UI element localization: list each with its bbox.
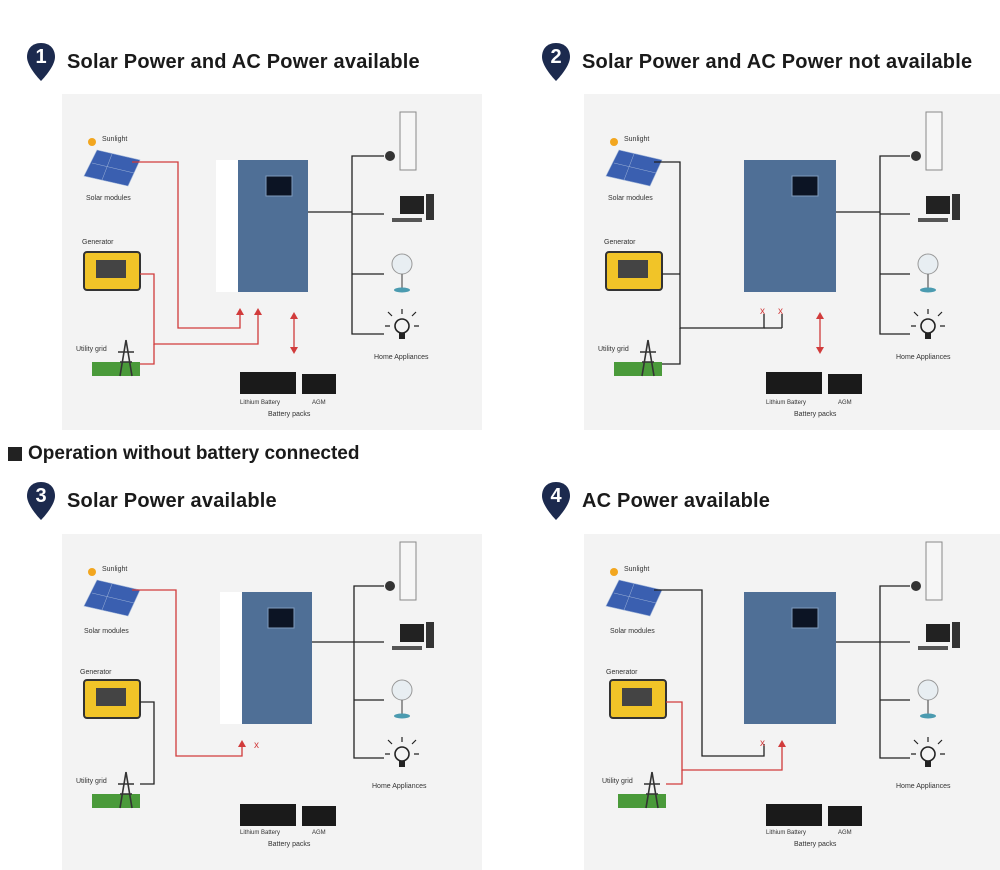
battery-packs-label: Battery packs: [794, 411, 837, 418]
scenario-3-heading: 3 Solar Power available: [25, 481, 277, 521]
utility-grid-label: Utility grid: [76, 778, 107, 785]
solar-panel-icon: [83, 149, 141, 187]
computer-icon: [918, 194, 960, 222]
diagram-panel-1: Sunlight Solar modules Generator Utility…: [62, 94, 482, 430]
section-heading: Operation without battery connected: [8, 443, 359, 465]
fan-icon: [391, 679, 413, 719]
solar-panel-icon: [83, 579, 141, 617]
air-conditioner-icon: [911, 541, 943, 601]
square-bullet-icon: [8, 447, 22, 461]
x-mark: x: [760, 738, 765, 749]
home-appliances-label: Home Appliances: [896, 354, 951, 361]
utility-tower-icon: [618, 771, 666, 809]
light-bulb-icon: [385, 309, 419, 339]
x-mark: x: [778, 306, 783, 317]
solar-modules-label: Solar modules: [84, 628, 129, 635]
scenario-title: Solar Power and AC Power available: [67, 50, 420, 73]
inverter-icon: [216, 160, 308, 292]
computer-icon: [392, 194, 434, 222]
solar-modules-label: Solar modules: [610, 628, 655, 635]
generator-label: Generator: [606, 669, 638, 676]
battery-icon: [766, 372, 862, 394]
generator-icon: [83, 679, 141, 719]
inverter-icon: [220, 592, 312, 724]
inverter-icon: [744, 160, 836, 292]
battery-packs-label: Battery packs: [268, 841, 311, 848]
generator-icon: [83, 251, 141, 291]
agm-label: AGM: [312, 830, 326, 836]
map-pin-icon: 1: [25, 42, 57, 82]
computer-icon: [392, 622, 434, 650]
lithium-battery-label: Lithium Battery: [766, 400, 806, 406]
sunlight-label: Sunlight: [102, 566, 127, 573]
scenario-number: 3: [35, 485, 47, 507]
sunlight-label: Sunlight: [624, 566, 649, 573]
scenario-title: AC Power available: [582, 489, 771, 512]
scenario-1-heading: 1 Solar Power and AC Power available: [25, 42, 420, 82]
utility-grid-label: Utility grid: [602, 778, 633, 785]
generator-label: Generator: [82, 239, 114, 246]
agm-label: AGM: [838, 830, 852, 836]
x-mark: x: [760, 306, 765, 317]
battery-icon: [766, 804, 862, 826]
air-conditioner-icon: [911, 111, 943, 171]
scenario-number: 1: [35, 46, 47, 68]
sun-icon: [610, 568, 618, 576]
scenario-number: 4: [550, 485, 562, 507]
map-pin-icon: 3: [25, 481, 57, 521]
inverter-icon: [744, 592, 836, 724]
utility-tower-icon: [92, 339, 140, 377]
fan-icon: [391, 253, 413, 293]
scenario-number: 2: [550, 46, 562, 68]
battery-icon: [240, 804, 336, 826]
generator-icon: [609, 679, 667, 719]
scenario-title: Solar Power and AC Power not available: [582, 50, 973, 73]
air-conditioner-icon: [385, 541, 417, 601]
fan-icon: [917, 679, 939, 719]
home-appliances-label: Home Appliances: [374, 354, 429, 361]
sun-icon: [88, 568, 96, 576]
scenario-title: Solar Power available: [67, 489, 277, 512]
agm-label: AGM: [838, 400, 852, 406]
battery-icon: [240, 372, 336, 394]
utility-tower-icon: [92, 771, 140, 809]
solar-modules-label: Solar modules: [608, 195, 653, 202]
generator-label: Generator: [80, 669, 112, 676]
home-appliances-label: Home Appliances: [896, 783, 951, 790]
light-bulb-icon: [911, 309, 945, 339]
battery-packs-label: Battery packs: [268, 411, 311, 418]
diagram-panel-2: Sunlight Solar modules Generator Utility…: [584, 94, 1000, 430]
utility-grid-label: Utility grid: [598, 346, 629, 353]
home-appliances-label: Home Appliances: [372, 783, 427, 790]
lithium-battery-label: Lithium Battery: [766, 830, 806, 836]
lithium-battery-label: Lithium Battery: [240, 830, 280, 836]
computer-icon: [918, 622, 960, 650]
solar-panel-icon: [605, 579, 663, 617]
utility-grid-label: Utility grid: [76, 346, 107, 353]
fan-icon: [917, 253, 939, 293]
diagram-panel-3: Sunlight Solar modules Generator Utility…: [62, 534, 482, 870]
agm-label: AGM: [312, 400, 326, 406]
solar-panel-icon: [605, 149, 663, 187]
map-pin-icon: 2: [540, 42, 572, 82]
utility-tower-icon: [614, 339, 662, 377]
scenario-2-heading: 2 Solar Power and AC Power not available: [540, 42, 972, 82]
generator-icon: [605, 251, 663, 291]
diagram-panel-4: Sunlight Solar modules Generator Utility…: [584, 534, 1000, 870]
x-mark: x: [254, 740, 259, 751]
scenario-4-heading: 4 AC Power available: [540, 481, 770, 521]
sun-icon: [88, 138, 96, 146]
generator-label: Generator: [604, 239, 636, 246]
sun-icon: [610, 138, 618, 146]
map-pin-icon: 4: [540, 481, 572, 521]
section-heading-text: Operation without battery connected: [28, 443, 360, 464]
light-bulb-icon: [911, 737, 945, 767]
air-conditioner-icon: [385, 111, 417, 171]
battery-packs-label: Battery packs: [794, 841, 837, 848]
lithium-battery-label: Lithium Battery: [240, 400, 280, 406]
sunlight-label: Sunlight: [102, 136, 127, 143]
sunlight-label: Sunlight: [624, 136, 649, 143]
solar-modules-label: Solar modules: [86, 195, 131, 202]
light-bulb-icon: [385, 737, 419, 767]
